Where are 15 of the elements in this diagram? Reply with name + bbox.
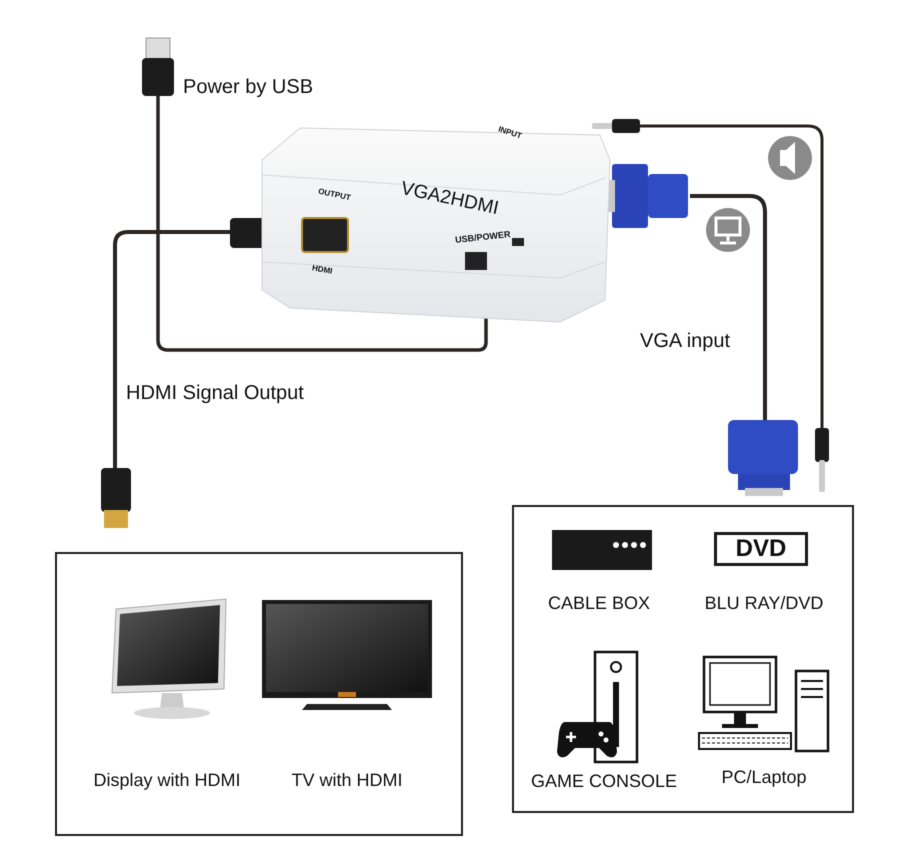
device-caption: Display with HDMI: [93, 770, 241, 791]
device-panel: [512, 505, 854, 813]
device-panel: [55, 552, 463, 836]
port-label: INPUT: [497, 124, 523, 140]
device-caption: BLU RAY/DVD: [704, 593, 824, 614]
device-caption: GAME CONSOLE: [530, 771, 678, 792]
port-label: USB/POWER: [454, 229, 511, 245]
device-caption: TV with HDMI: [291, 770, 402, 791]
device-caption: CABLE BOX: [548, 593, 650, 614]
callout-label: Power by USB: [183, 76, 314, 99]
device-caption: PC/Laptop: [721, 767, 807, 788]
callout-label: HDMI Signal Output: [126, 382, 304, 405]
callout-label: VGA input: [640, 330, 730, 353]
port-label: HDMI: [311, 263, 334, 276]
port-label: OUTPUT: [317, 186, 352, 202]
